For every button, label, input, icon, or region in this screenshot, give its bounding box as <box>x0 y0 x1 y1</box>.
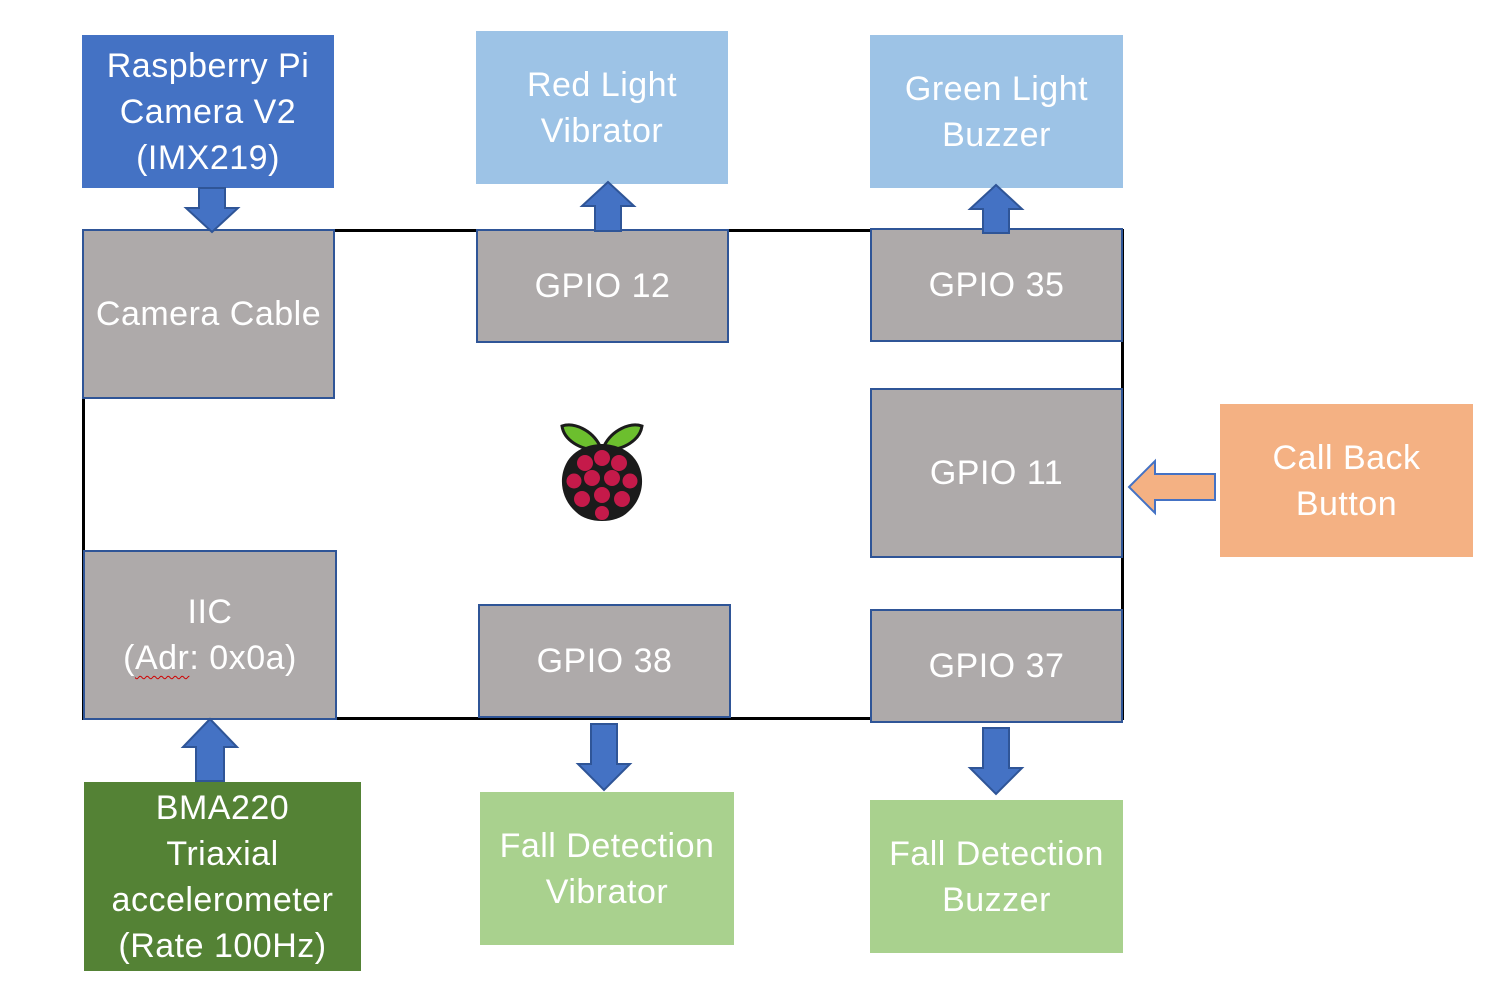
call-back-button-box: Call Back Button <box>1220 404 1473 557</box>
green-light-buzzer-box: Green Light Buzzer <box>870 35 1123 188</box>
camera-cable-box: Camera Cable <box>82 229 335 399</box>
fall-buzzer-label-line: Buzzer <box>942 880 1051 919</box>
raspberry-pi-logo-icon <box>560 423 644 521</box>
gpio-11-box: GPIO 11 <box>870 388 1123 558</box>
red-light-vibrator-box: Red Light Vibrator <box>476 31 728 184</box>
arrow-up-icon <box>579 180 637 232</box>
fall-detection-buzzer-box: Fall Detection Buzzer <box>870 800 1123 953</box>
arrow-up-icon <box>180 717 240 782</box>
gpio-12-label: GPIO 12 <box>534 267 671 305</box>
camera-module-box: Raspberry Pi Camera V2 (IMX219) <box>82 35 334 188</box>
accelerometer-label-line: Triaxial <box>166 834 279 873</box>
accelerometer-label-line: BMA220 <box>155 788 290 827</box>
accelerometer-label-line: accelerometer <box>111 880 334 919</box>
fall-detection-vibrator-box: Fall Detection Vibrator <box>480 792 734 945</box>
gpio-12-box: GPIO 12 <box>476 229 729 343</box>
iic-address-label: (Adr: 0x0a) <box>123 639 297 677</box>
camera-label-line: (IMX219) <box>136 138 280 177</box>
camera-label-line: Raspberry Pi <box>106 46 310 85</box>
arrow-down-icon <box>967 727 1025 796</box>
green-light-label-line: Green Light <box>904 69 1089 108</box>
gpio-37-label: GPIO 37 <box>928 647 1065 685</box>
arrow-down-icon <box>183 187 241 234</box>
gpio-35-label: GPIO 35 <box>928 266 1065 304</box>
camera-label-line: Camera V2 <box>119 92 297 131</box>
fall-vibrator-label-line: Vibrator <box>545 872 669 911</box>
gpio-35-box: GPIO 35 <box>870 228 1123 342</box>
camera-cable-label: Camera Cable <box>95 295 322 333</box>
green-light-label-line: Buzzer <box>942 115 1051 154</box>
iic-box: IIC (Adr: 0x0a) <box>83 550 337 720</box>
red-light-label-line: Vibrator <box>540 111 664 150</box>
fall-vibrator-label-line: Fall Detection <box>499 826 715 865</box>
red-light-label-line: Red Light <box>526 65 678 104</box>
spellcheck-word: Adr <box>134 639 190 677</box>
gpio-38-box: GPIO 38 <box>478 604 731 718</box>
gpio-38-label: GPIO 38 <box>536 642 673 680</box>
accelerometer-box: BMA220 Triaxial accelerometer (Rate 100H… <box>84 782 361 971</box>
call-back-label-line: Call Back <box>1272 438 1421 477</box>
iic-label: IIC <box>187 593 233 631</box>
call-back-label-line: Button <box>1295 484 1398 523</box>
arrow-up-icon <box>967 183 1025 234</box>
fall-buzzer-label-line: Fall Detection <box>889 834 1104 873</box>
arrow-left-icon <box>1127 458 1216 516</box>
gpio-11-label: GPIO 11 <box>929 454 1064 492</box>
arrow-down-icon <box>575 723 633 792</box>
gpio-37-box: GPIO 37 <box>870 609 1123 723</box>
accelerometer-label-line: (Rate 100Hz) <box>118 926 327 965</box>
